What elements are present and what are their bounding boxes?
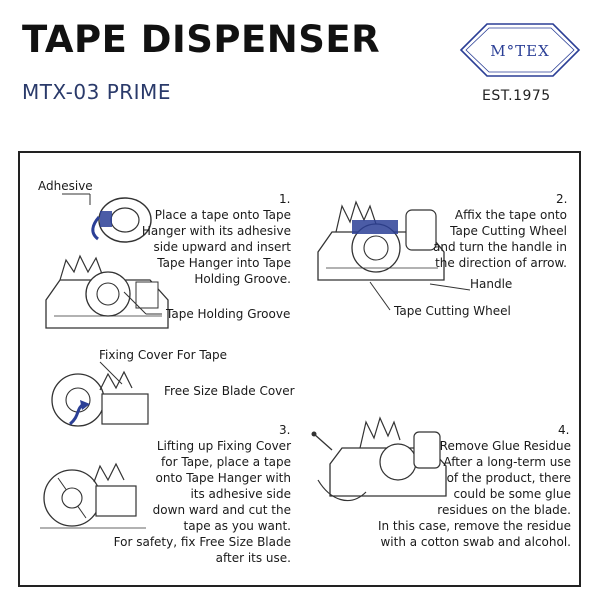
step2-pointers — [369, 281, 471, 311]
step4-number: 4. — [558, 423, 570, 437]
step4-line-2: After a long-term use — [443, 455, 571, 469]
step3-line-3: onto Tape Hanger with — [155, 471, 291, 485]
step1-line-3: side upward and insert — [153, 240, 291, 254]
label-handle: Handle — [470, 277, 513, 291]
step2-dispenser-illustration — [317, 200, 445, 281]
step2-line-2: Tape Cutting Wheel — [450, 224, 567, 238]
step1-line-2: Hanger with its adhesive — [141, 224, 291, 238]
step2-line-1: Affix the tape onto — [454, 208, 567, 222]
label-free-size-blade-cover: Free Size Blade Cover — [164, 384, 295, 398]
step1-line-4: Tape Hanger into Tape — [157, 256, 291, 270]
step3-bottom-illustration — [40, 462, 146, 529]
step3-line-4: its adhesive side — [190, 487, 291, 501]
step3-top-illustration — [51, 361, 149, 427]
step2-line-3: and turn the handle in — [432, 240, 567, 254]
step3-line-6: tape as you want. — [183, 519, 291, 533]
label-adhesive: Adhesive — [38, 179, 93, 193]
model-name: MTX-03 PRIME — [22, 80, 171, 104]
step3-line-2: for Tape, place a tape — [161, 455, 291, 469]
logo-text: M°TEX — [490, 42, 550, 60]
step3-line-7: For safety, fix Free Size Blade — [113, 535, 291, 549]
label-fixing-cover: Fixing Cover For Tape — [99, 348, 228, 362]
label-tape-holding-groove: Tape Holding Groove — [166, 307, 291, 321]
step2-line-4: the direction of arrow. — [435, 256, 567, 270]
step2-number: 2. — [556, 192, 568, 206]
step1-number: 1. — [279, 192, 291, 206]
step4-line-1: Remove Glue Residue — [439, 439, 571, 453]
step1-dispenser-illustration — [45, 254, 169, 329]
step1-line-1: Place a tape onto Tape — [154, 208, 291, 222]
label-tape-cutting-wheel: Tape Cutting Wheel — [394, 304, 511, 318]
step1-tape-roll-illustration — [62, 193, 152, 243]
step1-line-5: Holding Groove. — [194, 272, 291, 286]
established-text: EST.1975 — [482, 88, 551, 104]
step3-line-8: after its use. — [215, 551, 291, 565]
motex-logo: M°TEX — [459, 23, 581, 77]
step3-number: 3. — [279, 423, 291, 437]
step3-line-1: Lifting up Fixing Cover — [156, 439, 291, 453]
step4-line-3: of the product, there — [446, 471, 571, 485]
step3-line-5: down ward and cut the — [152, 503, 291, 517]
step4-line-7: with a cotton swab and alcohol. — [380, 535, 571, 549]
step4-line-6: In this case, remove the residue — [377, 519, 571, 533]
step4-illustration — [311, 416, 447, 502]
instruction-panel — [18, 151, 581, 587]
step1-groove-pointer — [123, 291, 162, 315]
page-title: TAPE DISPENSER — [22, 18, 381, 61]
step4-line-5: residues on the blade. — [437, 503, 571, 517]
step4-line-4: could be some glue — [453, 487, 571, 501]
